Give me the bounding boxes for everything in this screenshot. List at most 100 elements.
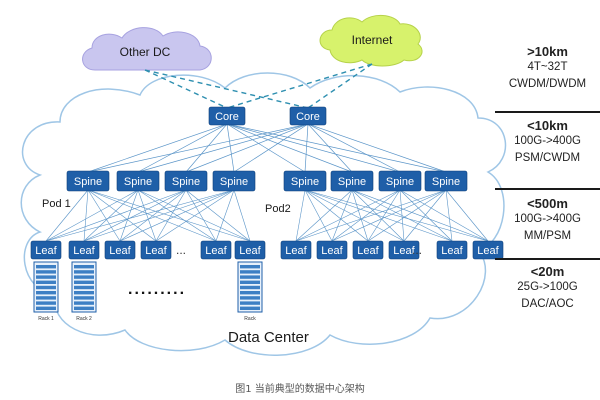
core-switch-1-label: Core xyxy=(215,111,239,123)
figure-caption: 图1 当前典型的数据中心架构 xyxy=(235,384,365,395)
spine-leaf-link xyxy=(45,189,235,242)
core-switch-1-box xyxy=(208,106,246,126)
spine-leaf-link xyxy=(185,189,251,242)
spine-leaf-link xyxy=(295,189,447,242)
rack-n: Rack xyxy=(237,261,263,322)
leaf-switch-11-box xyxy=(436,240,468,260)
core-spine-link xyxy=(226,123,447,173)
rack-2-label: Rack 2 xyxy=(76,316,92,322)
spine-switch-7-label: Spine xyxy=(386,176,414,188)
server-unit xyxy=(240,291,260,295)
wan-link xyxy=(226,63,373,109)
leaf-switch-8-label: Leaf xyxy=(321,245,343,257)
server-unit xyxy=(74,301,94,305)
leaf-switch-1: Leaf xyxy=(30,240,62,260)
leaf-switch-7-label: Leaf xyxy=(285,245,307,257)
spine-switch-8: Spine xyxy=(424,170,468,192)
spine-leaf-link xyxy=(83,189,235,242)
spine-leaf-link xyxy=(351,189,369,242)
spine-switch-6-label: Spine xyxy=(338,176,366,188)
spine-leaf-link xyxy=(155,189,187,242)
spine-leaf-link xyxy=(331,189,447,242)
spine-leaf-link xyxy=(351,189,489,242)
spine-leaf-link xyxy=(331,189,401,242)
core-switch-1: Core xyxy=(208,106,246,126)
spine-switch-5-box xyxy=(283,170,327,192)
leaf-switch-11-label: Leaf xyxy=(441,245,463,257)
leaf-switch-9-box xyxy=(352,240,384,260)
server-unit xyxy=(240,270,260,274)
leaf-switch-6-label: Leaf xyxy=(239,245,261,257)
other-dc-label: Other DC xyxy=(120,45,171,59)
server-unit xyxy=(36,301,56,305)
distance-detail: CWDM/DWDM xyxy=(508,78,587,90)
spine-leaf-link xyxy=(215,189,235,242)
server-unit xyxy=(240,301,260,305)
rack-2: Rack 2 xyxy=(71,261,97,322)
spine-leaf-link xyxy=(185,189,217,242)
spine-switch-5: Spine xyxy=(283,170,327,192)
core-spine-link xyxy=(226,123,235,173)
leaf-switch-2-label: Leaf xyxy=(73,245,95,257)
distance-heading: <10km xyxy=(527,118,568,133)
core-spine-link xyxy=(307,123,401,173)
spine-leaf-link xyxy=(87,189,121,242)
server-unit xyxy=(36,265,56,269)
core-spine-link xyxy=(307,123,447,173)
wan-link xyxy=(144,69,228,109)
leaf-switch-6: Leaf xyxy=(234,240,266,260)
spine-leaf-link xyxy=(367,189,447,242)
data-center-cloud xyxy=(20,72,507,356)
spine-leaf-link xyxy=(445,189,489,242)
pod2-ellipsis: ... xyxy=(412,243,422,257)
distance-heading: <20m xyxy=(530,264,565,279)
spine-leaf-link xyxy=(45,189,89,242)
server-unit xyxy=(240,285,260,290)
data-center-label: Data Center xyxy=(228,329,309,346)
pod1-label: Pod 1 xyxy=(42,198,71,210)
server-unit xyxy=(240,275,260,279)
leaf-switch-1-box xyxy=(30,240,62,260)
server-unit xyxy=(36,291,56,295)
spine-leaf-link xyxy=(304,189,405,242)
spine-switch-2-box xyxy=(116,170,160,192)
spine-leaf-link xyxy=(304,189,489,242)
server-unit xyxy=(36,306,56,310)
server-unit xyxy=(240,306,260,310)
leaf-switch-5-box xyxy=(200,240,232,260)
leaf-switch-9-label: Leaf xyxy=(357,245,379,257)
leaf-switch-3-label: Leaf xyxy=(109,245,131,257)
spine-leaf-link xyxy=(304,189,369,242)
leaf-switch-8-box xyxy=(316,240,348,260)
core-spine-link xyxy=(307,123,353,173)
spine-leaf-link xyxy=(403,189,447,242)
spine-leaf-link xyxy=(119,189,139,242)
spine-switch-6-box xyxy=(330,170,374,192)
server-unit xyxy=(74,280,94,284)
leaf-switch-6-box xyxy=(234,240,266,260)
leaf-switch-1-label: Leaf xyxy=(35,245,57,257)
core-switch-2-box xyxy=(289,106,327,126)
spine-leaf-link xyxy=(367,189,401,242)
spine-leaf-link xyxy=(83,189,187,242)
server-unit xyxy=(74,275,94,279)
core-spine-link xyxy=(137,123,309,173)
server-unit xyxy=(36,270,56,274)
leaf-switch-11: Leaf xyxy=(436,240,468,260)
spine-leaf-link xyxy=(137,189,157,242)
internet-label: Internet xyxy=(352,33,393,47)
spine-leaf-link xyxy=(304,189,453,242)
spine-leaf-link xyxy=(87,189,157,242)
spine-leaf-link xyxy=(399,189,489,242)
spine-leaf-link xyxy=(233,189,251,242)
rack-ellipsis: ......... xyxy=(128,281,186,298)
core-spine-link xyxy=(233,123,309,173)
server-unit xyxy=(74,265,94,269)
leaf-switch-7-box xyxy=(280,240,312,260)
core-switch-2-label: Core xyxy=(296,111,320,123)
server-unit xyxy=(240,265,260,269)
leaf-switch-10-box xyxy=(388,240,420,260)
spine-switch-3-box xyxy=(164,170,208,192)
spine-leaf-link xyxy=(304,189,333,242)
